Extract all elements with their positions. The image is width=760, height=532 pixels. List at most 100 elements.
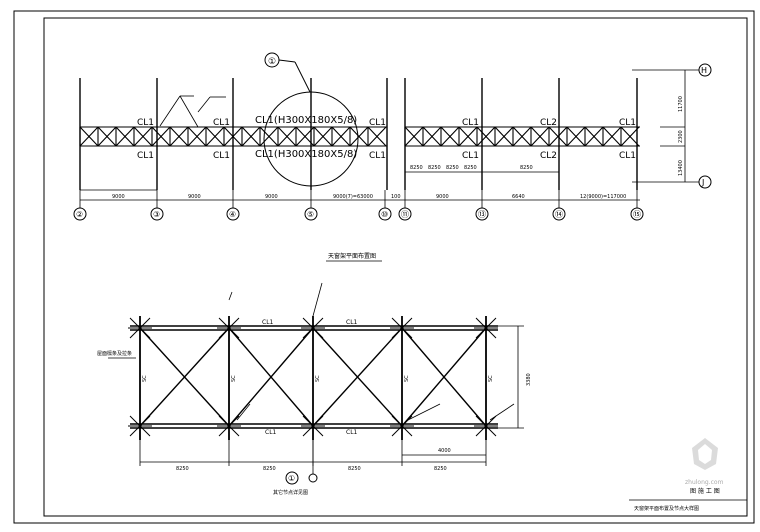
bottom-marker-circle [285,471,299,485]
drawing-name: 天窗架平面布置及节点大样图 [634,505,699,512]
bracing-member [584,126,604,147]
row-axis-j: J [701,178,704,187]
bracing-member [620,126,640,147]
bottom-note: 其它节点详见图 [273,489,308,496]
axis-label: ④ [229,210,236,219]
row-axis-h: H [701,66,707,75]
bracing-member [404,126,424,147]
bracing-member [223,126,243,147]
bracing-member [277,126,297,147]
center-dim: 4000 [438,448,451,454]
bottom-dim-3: 8250 [348,466,361,472]
bracing-band [79,126,640,147]
beam-label-cl1-i: CL1 [619,118,636,128]
beam-label-cl1-g: CL1 [462,118,479,128]
bracing-member [494,126,514,147]
small-dim-2: 8250 [428,165,441,171]
bracing-member [548,126,568,147]
watermark-logo: zhulong.com [685,438,724,486]
beam-label-cl1-c: CL1 [213,118,230,128]
bracing-member [367,126,387,147]
axis-label: ② [76,210,83,219]
span-dim-8: 12(9000)=117000 [580,194,626,200]
detail-cl1-bottom-b: CL1 [346,429,358,436]
detail-callout-circle [263,91,359,187]
bracing-member [349,126,369,147]
bottom-dim-2: 8250 [263,466,276,472]
detail-cl1-top-b: CL1 [346,319,358,326]
span-dim-1: 9000 [112,194,125,200]
title-block: 天窗架平面布置及节点大样图 图 施 工 图 [629,487,747,512]
bracing-member [440,126,460,147]
span-dim-2: 9000 [188,194,201,200]
vertical-dim-1: 11700 [678,96,684,112]
axis-label: ⑭ [555,210,563,219]
small-dim-1: 8250 [410,165,423,171]
bracing-member [241,126,261,147]
bracing-member [313,126,333,147]
small-dim-3: 8250 [446,165,459,171]
bracing-member [458,126,478,147]
main-beam-label-top: CL1(H300X180X5/8) [255,115,357,126]
row-axis-h-bubble [698,63,712,77]
span-dim-6: 9000 [436,194,449,200]
beam-label-cl2-a: CL2 [540,118,557,128]
row-axis-j-bubble [698,175,712,189]
bracing-member [530,126,550,147]
detail-cl1-bottom-a: CL1 [265,429,277,436]
bottom-dim-1: 8250 [176,466,189,472]
watermark-text: zhulong.com [685,479,724,486]
brace-label-1: SC [142,375,148,382]
beam-label-cl1-e: CL1 [369,118,386,128]
detail-cl1-top-a: CL1 [262,319,274,326]
axis-label: ③ [153,210,160,219]
left-note: 屋面檩条及拉条 [97,350,132,357]
beam-label-cl1-a: CL1 [137,118,154,128]
bracing-member [169,126,189,147]
sheet-outer-border [13,10,755,524]
bracing-member [187,126,207,147]
brace-label-2: SC [231,375,237,382]
small-dim-4: 8250 [464,165,477,171]
span-dim-5: 100 [391,194,401,200]
bracing-member [295,126,315,147]
bracing-member [331,126,351,147]
bracing-member [422,126,442,147]
bottom-marker: ① [288,474,295,483]
bracing-member [97,126,117,147]
axis-label: ⑪ [401,210,409,219]
brace-label-4: SC [404,375,410,382]
bracing-member [259,126,279,147]
right-dim: 3380 [526,373,532,386]
detail-marker-label: ① [268,57,276,67]
bracing-member [566,126,586,147]
bracing-member [205,126,225,147]
axis-label: ⑬ [478,210,486,219]
brace-label-3: SC [315,375,321,382]
beam-label-cl2-b: CL2 [540,151,557,161]
small-dim-5: 8250 [520,165,533,171]
brace-label-5: SC [488,375,494,382]
vertical-dim-3: 13400 [678,160,684,176]
beam-label-cl1-j: CL1 [619,151,636,161]
bracing-member [602,126,622,147]
vertical-dim-2: 2300 [678,130,684,143]
bracing-member [512,126,532,147]
axis-label: ⑮ [633,210,641,219]
bracing-member [151,126,171,147]
beam-label-cl1-f: CL1 [369,151,386,161]
bracing-member [79,126,99,147]
sheet-inner-border [43,17,748,517]
beam-label-cl1-h: CL1 [462,151,479,161]
main-beam-label-bottom: CL1(H300X180X5/8) [255,149,357,160]
detail-title: 天窗架平面布置图 [328,252,376,260]
bracing-member [476,126,496,147]
axis-label: ⑤ [307,210,314,219]
span-dim-4: 9000(7)=63000 [333,194,373,200]
bottom-dim-4: 8250 [434,466,447,472]
bracing-member [115,126,135,147]
span-dim-7: 6640 [512,194,525,200]
axis-label: ⑩ [381,210,388,219]
span-dim-3: 9000 [265,194,278,200]
beam-label-cl1-b: CL1 [137,151,154,161]
